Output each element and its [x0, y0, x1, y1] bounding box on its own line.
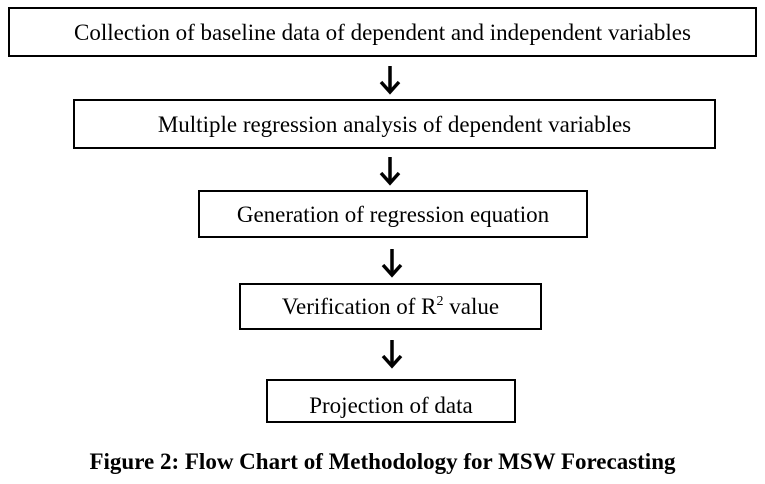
step-label: Collection of baseline data of dependent…	[74, 19, 691, 45]
step-label: Verification of R2 value	[281, 294, 500, 319]
step-label-suffix: value	[443, 294, 500, 319]
step-label: Projection of data	[309, 392, 473, 418]
step-regression-equation: Generation of regression equation	[198, 190, 588, 238]
step-label: Generation of regression equation	[236, 201, 550, 227]
down-arrow-icon	[381, 249, 403, 278]
down-arrow-icon	[381, 340, 403, 369]
step-verify-r-squared: Verification of R2 value	[239, 283, 542, 330]
figure-caption: Figure 2: Flow Chart of Methodology for …	[89, 449, 676, 474]
step-multiple-regression: Multiple regression analysis of dependen…	[73, 99, 716, 149]
down-arrow-icon	[379, 157, 401, 186]
step-label-superscript: 2	[436, 294, 444, 309]
step-label-prefix: Verification of R	[281, 294, 437, 319]
step-collect-baseline-data: Collection of baseline data of dependent…	[8, 7, 757, 57]
step-projection-of-data: Projection of data	[266, 379, 516, 423]
step-label: Multiple regression analysis of dependen…	[157, 111, 632, 137]
down-arrow-icon	[379, 66, 401, 95]
